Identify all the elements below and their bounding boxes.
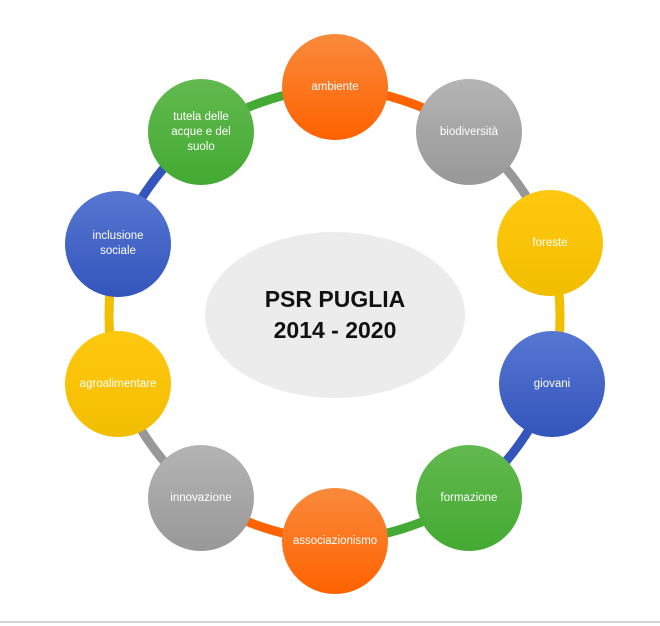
node-label: agroalimentare — [79, 377, 157, 390]
node-label: biodiversità — [439, 125, 499, 138]
node-label: ambiente — [311, 80, 359, 93]
node-label: associazionismo — [292, 534, 378, 547]
title-line-2: 2014 - 2020 — [273, 317, 397, 343]
node-label: innovazione — [170, 491, 232, 504]
node-label: giovani — [533, 377, 571, 390]
node-label: inclusione sociale — [92, 230, 144, 257]
node-ambiente: ambiente — [282, 34, 388, 140]
node-biodiversita: biodiversità — [416, 79, 522, 185]
node-inclusione-sociale: inclusione sociale — [65, 191, 171, 297]
node-foreste: foreste — [497, 190, 603, 296]
node-label: formazione — [440, 491, 498, 504]
center-title: PSR PUGLIA 2014 - 2020 — [205, 232, 465, 398]
node-associazionismo: associazionismo — [282, 488, 388, 594]
node-label: foreste — [532, 236, 568, 249]
title-line-1: PSR PUGLIA — [264, 286, 406, 312]
node-agroalimentare: agroalimentare — [65, 331, 171, 437]
node-label: tutela delle acque e del suolo — [171, 110, 231, 153]
node-innovazione: innovazione — [148, 445, 254, 551]
node-giovani: giovani — [499, 331, 605, 437]
divider — [0, 621, 660, 623]
node-formazione: formazione — [416, 445, 522, 551]
node-tutela-acque-suolo: tutela delle acque e del suolo — [148, 79, 254, 185]
